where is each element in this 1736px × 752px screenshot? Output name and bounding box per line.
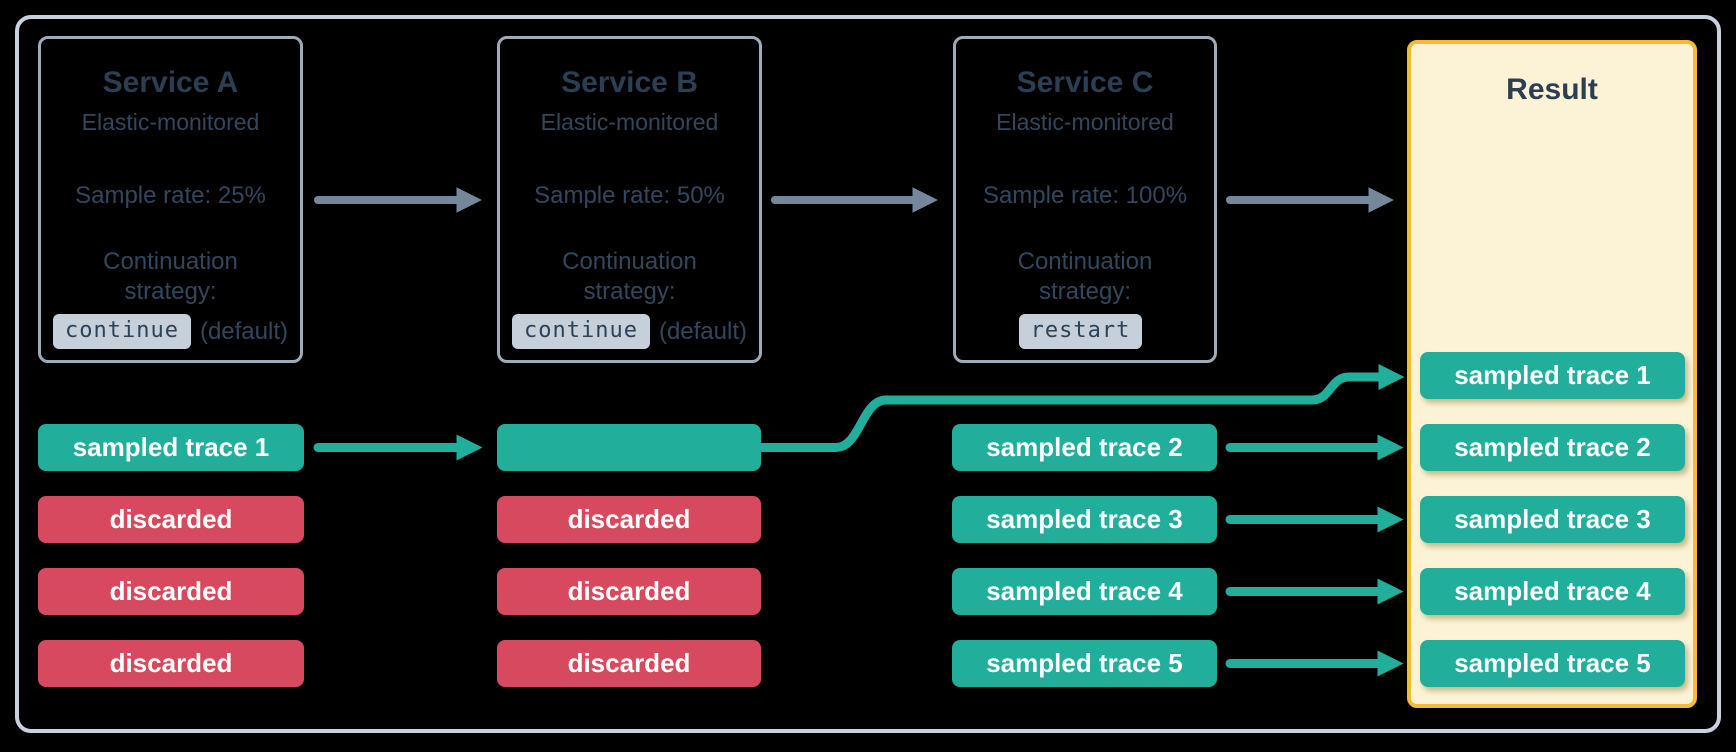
service-b-strategy-note: (default) xyxy=(658,317,747,345)
service-b-strategy-row: continue (default) xyxy=(500,314,759,349)
trace-chip-sampled-c4: sampled trace 4 xyxy=(952,568,1217,615)
diagram-frame xyxy=(15,15,1721,733)
service-b-sample-rate: Sample rate: 50% xyxy=(534,182,725,209)
result-trace-3: sampled trace 3 xyxy=(1420,496,1685,543)
service-c-monitoring: Elastic-monitored xyxy=(996,109,1174,135)
result-trace-1: sampled trace 1 xyxy=(1420,352,1685,399)
service-a-strategy-row: continue (default) xyxy=(41,314,300,349)
service-b-title: Service B xyxy=(561,66,698,99)
service-a-title: Service A xyxy=(102,66,239,99)
service-a-sample-rate: Sample rate: 25% xyxy=(75,182,266,209)
trace-chip-sampled-c3: sampled trace 3 xyxy=(952,496,1217,543)
result-trace-5: sampled trace 5 xyxy=(1420,640,1685,687)
result-title: Result xyxy=(1506,73,1598,106)
service-b-strategy-value: continue xyxy=(511,314,650,349)
service-b-monitoring: Elastic-monitored xyxy=(540,109,719,135)
trace-chip-sampled-c2: sampled trace 2 xyxy=(952,424,1217,471)
service-c-box: Service C Elastic-monitored Sample rate:… xyxy=(953,36,1217,363)
service-c-strategy-value: restart xyxy=(1018,314,1143,349)
trace-chip-discarded-b2: discarded xyxy=(497,496,761,543)
service-a-box: Service A Elastic-monitored Sample rate:… xyxy=(38,36,303,363)
service-c-title: Service C xyxy=(1016,66,1154,99)
service-b-box: Service B Elastic-monitored Sample rate:… xyxy=(497,36,762,363)
service-a-monitoring: Elastic-monitored xyxy=(81,109,260,135)
service-a-strategy-label: Continuation strategy: xyxy=(103,248,238,305)
trace-chip-discarded-b3: discarded xyxy=(497,568,761,615)
service-c-sample-rate: Sample rate: 100% xyxy=(982,182,1188,209)
trace-chip-discarded-a2: discarded xyxy=(38,496,304,543)
trace-chip-sampled-b1-unlabeled xyxy=(497,424,761,471)
service-c-strategy-row: restart xyxy=(956,314,1214,349)
service-b-strategy-label: Continuation strategy: xyxy=(562,248,697,305)
trace-chip-sampled-c5: sampled trace 5 xyxy=(952,640,1217,687)
result-trace-2: sampled trace 2 xyxy=(1420,424,1685,471)
result-trace-4: sampled trace 4 xyxy=(1420,568,1685,615)
trace-chip-discarded-b4: discarded xyxy=(497,640,761,687)
service-a-strategy-value: continue xyxy=(52,314,191,349)
trace-chip-discarded-a4: discarded xyxy=(38,640,304,687)
trace-chip-discarded-a3: discarded xyxy=(38,568,304,615)
trace-chip-sampled-a1: sampled trace 1 xyxy=(38,424,304,471)
service-a-strategy-note: (default) xyxy=(199,317,288,345)
service-c-strategy-label: Continuation strategy: xyxy=(1017,248,1153,305)
